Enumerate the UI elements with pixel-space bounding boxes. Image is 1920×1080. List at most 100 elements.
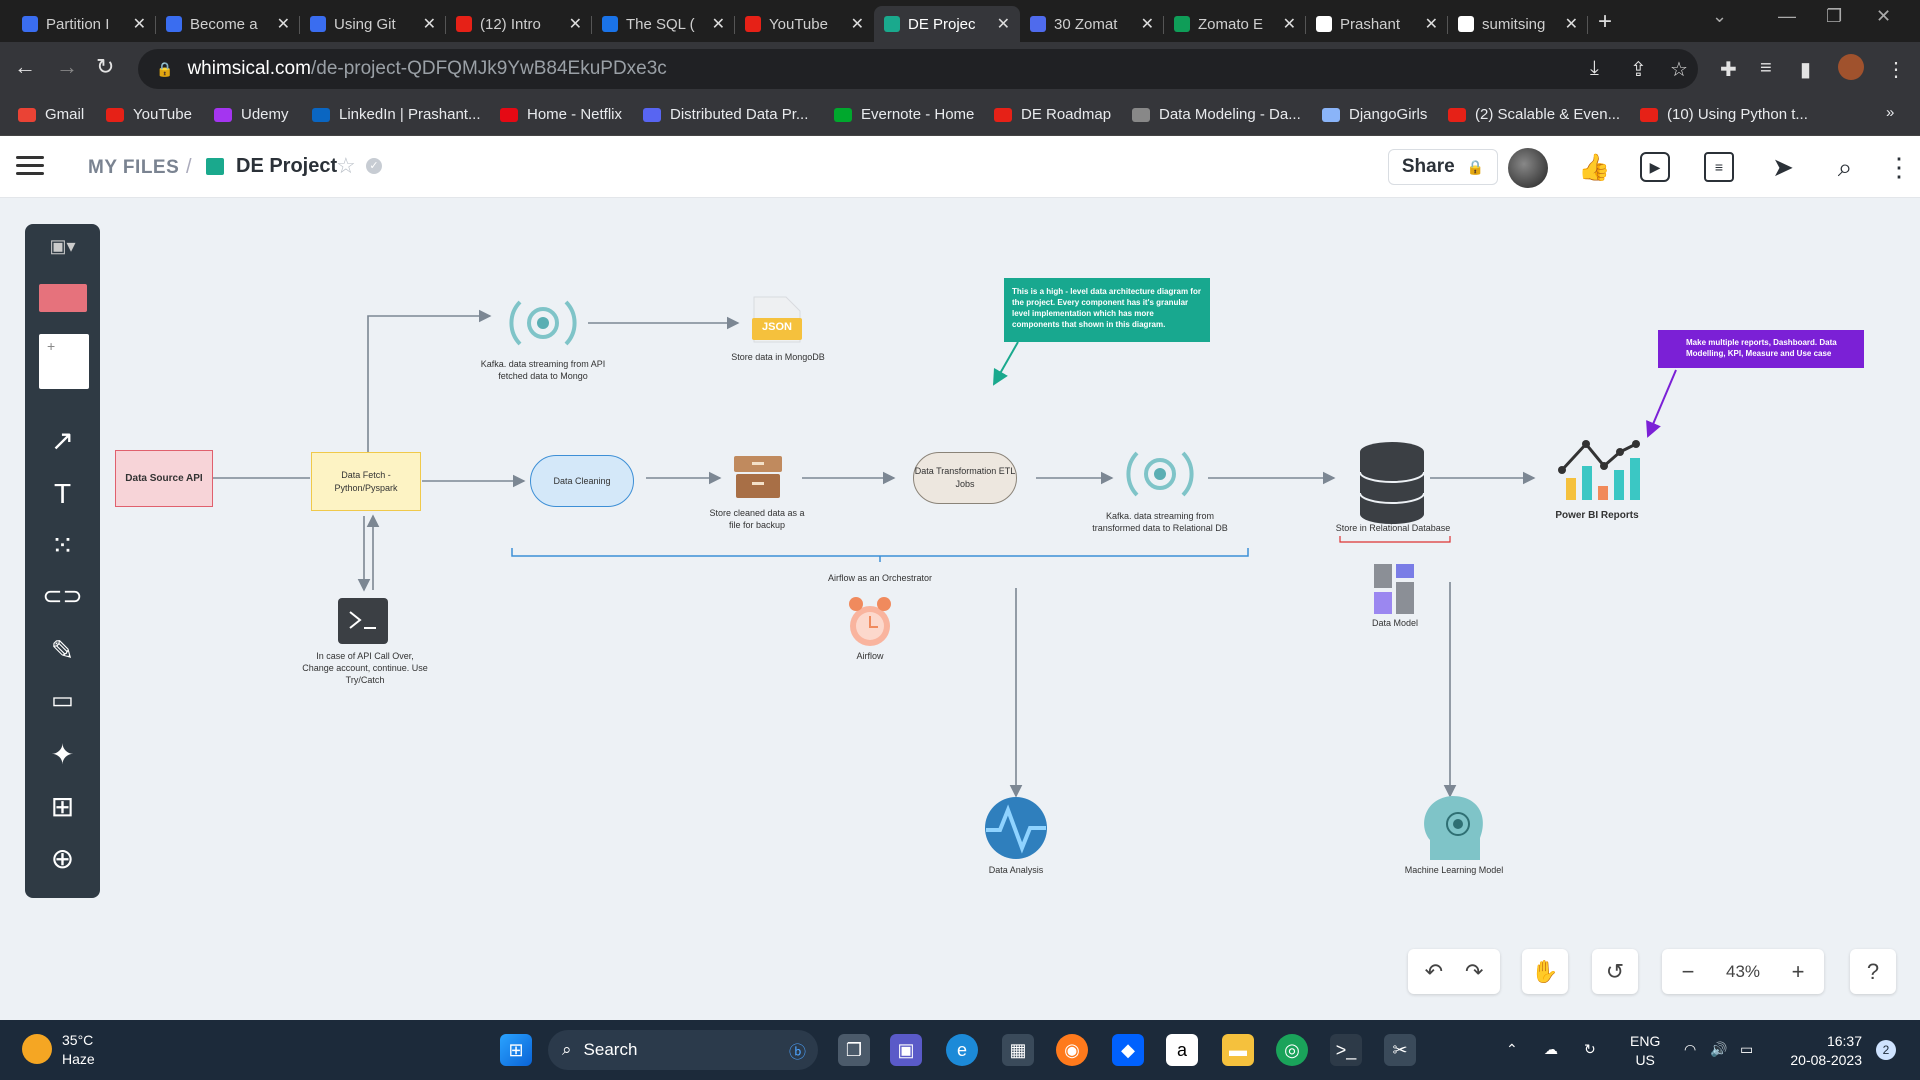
bookmark-item[interactable]: Gmail — [18, 106, 84, 123]
store-icon[interactable]: ▦ — [1002, 1034, 1034, 1066]
share-page-icon[interactable]: ⇪ — [1630, 59, 1647, 81]
tab[interactable]: Partition I✕ — [12, 6, 156, 42]
zoom-in-icon[interactable]: + — [1791, 958, 1805, 984]
sticky-color-swatch[interactable] — [39, 284, 87, 312]
avatar[interactable] — [1508, 148, 1548, 188]
comments-icon[interactable]: ≡ — [1704, 152, 1734, 182]
tab-close-icon[interactable]: ✕ — [1282, 16, 1296, 33]
page-title[interactable]: DE Project — [236, 155, 338, 177]
frame-tool-icon[interactable]: ▭ — [51, 687, 74, 714]
tab[interactable]: Prashant✕ — [1306, 6, 1448, 42]
bookmark-item[interactable]: (10) Using Python t... — [1640, 106, 1808, 123]
undo-icon[interactable]: ↶ — [1424, 958, 1443, 984]
tab[interactable]: DE Projec✕ — [874, 6, 1020, 42]
tab-close-icon[interactable]: ✕ — [1140, 16, 1154, 33]
tab-close-icon[interactable]: ✕ — [996, 16, 1010, 33]
palette-switch-icon[interactable]: ▣▾ — [49, 236, 76, 256]
zoom-out-icon[interactable]: − — [1681, 958, 1695, 984]
bookmark-item[interactable]: DE Roadmap — [994, 106, 1111, 123]
tab-close-icon[interactable]: ✕ — [276, 16, 290, 33]
zoom-level[interactable]: 43% — [1725, 961, 1761, 981]
present-icon[interactable]: ▶ — [1640, 152, 1670, 182]
bookmark-item[interactable]: LinkedIn | Prashant... — [312, 106, 480, 123]
tab[interactable]: 30 Zomat✕ — [1020, 6, 1164, 42]
send-icon[interactable]: ➤ — [1772, 152, 1794, 182]
share-button[interactable]: Share🔒 — [1388, 149, 1498, 185]
onedrive-icon[interactable]: ☁ — [1544, 1041, 1558, 1057]
battery-icon[interactable]: ▭ — [1740, 1041, 1754, 1057]
tray-overflow-icon[interactable]: ⌃ — [1506, 1041, 1518, 1057]
favorite-star-icon[interactable]: ☆ — [336, 153, 356, 178]
sync-icon[interactable]: ↻ — [1584, 1041, 1596, 1057]
close-window-icon[interactable]: ✕ — [1876, 6, 1892, 26]
install-icon[interactable]: ⤓ — [1590, 57, 1599, 79]
tab-close-icon[interactable]: ✕ — [850, 16, 864, 33]
text-tool-icon[interactable]: T — [53, 478, 72, 509]
chrome-icon[interactable]: ◎ — [1276, 1034, 1308, 1066]
browser-menu-icon[interactable]: ⋮ — [1886, 59, 1906, 81]
address-bar[interactable]: 🔒 whimsical.com/de-project-QDFQMJk9YwB84… — [138, 49, 1698, 89]
layout-tool-icon[interactable]: ⊞ — [50, 791, 75, 822]
tab-close-icon[interactable]: ✕ — [422, 16, 436, 33]
grid-tool-icon[interactable]: ⁙ — [50, 530, 75, 561]
firefox-icon[interactable]: ◉ — [1056, 1034, 1088, 1066]
maximize-icon[interactable]: ❐ — [1826, 6, 1843, 26]
node-transformation[interactable]: Data Transformation ETL Jobs — [913, 452, 1017, 504]
new-tab-button[interactable]: + — [1598, 8, 1613, 35]
arrow-tool-icon[interactable]: ↗ — [50, 425, 75, 456]
breadcrumb-my-files[interactable]: MY FILES — [88, 157, 180, 178]
like-icon[interactable]: 👍 — [1578, 152, 1611, 182]
note-teal[interactable]: This is a high - level data architecture… — [1004, 278, 1210, 342]
back-icon[interactable]: ← — [14, 54, 36, 79]
ai-sparkle-icon[interactable]: ✦ — [50, 739, 75, 770]
tab-close-icon[interactable]: ✕ — [132, 16, 146, 33]
bookmark-item[interactable]: Evernote - Home — [834, 106, 974, 123]
snipping-tool-icon[interactable]: ✂ — [1384, 1034, 1416, 1066]
bookmark-item[interactable]: Udemy — [214, 106, 289, 123]
tab[interactable]: Become a✕ — [156, 6, 300, 42]
hand-tool-icon[interactable]: ✋ — [1522, 949, 1568, 994]
task-view-icon[interactable]: ❐ — [838, 1034, 870, 1066]
tab-search-icon[interactable]: ⌄ — [1712, 6, 1728, 26]
profile-avatar[interactable] — [1838, 54, 1864, 80]
notification-badge[interactable]: 2 — [1876, 1040, 1896, 1060]
bookmark-item[interactable]: Data Modeling - Da... — [1132, 106, 1301, 123]
hamburger-menu-icon[interactable] — [16, 156, 44, 176]
teams-icon[interactable]: ▣ — [890, 1034, 922, 1066]
tab[interactable]: Using Git✕ — [300, 6, 446, 42]
dropbox-icon[interactable]: ◆ — [1112, 1034, 1144, 1066]
bookmark-item[interactable]: YouTube — [106, 106, 192, 123]
tab-close-icon[interactable]: ✕ — [1424, 16, 1438, 33]
pencil-tool-icon[interactable]: ✎ — [50, 635, 75, 666]
add-tool-icon[interactable]: ⊕ — [50, 843, 75, 874]
node-data-cleaning[interactable]: Data Cleaning — [530, 455, 634, 507]
bookmark-item[interactable]: DjangoGirls — [1322, 106, 1427, 123]
node-data-fetch[interactable]: Data Fetch - Python/Pyspark — [311, 452, 421, 511]
tab-close-icon[interactable]: ✕ — [1564, 16, 1578, 33]
terminal-app-icon[interactable]: >_ — [1330, 1034, 1362, 1066]
weather-sun-icon[interactable] — [22, 1034, 52, 1064]
more-bookmarks-icon[interactable]: » — [1886, 104, 1895, 121]
tab[interactable]: (12) Intro✕ — [446, 6, 592, 42]
whiteboard-canvas[interactable] — [0, 199, 1920, 1020]
card-template[interactable]: + — [39, 334, 89, 389]
help-icon[interactable]: ? — [1850, 949, 1896, 994]
bookmark-item[interactable]: (2) Scalable & Even... — [1448, 106, 1620, 123]
node-data-source[interactable]: Data Source API — [115, 450, 213, 507]
tab[interactable]: sumitsing✕ — [1448, 6, 1588, 42]
redo-icon[interactable]: ↷ — [1465, 958, 1484, 984]
tab-close-icon[interactable]: ✕ — [568, 16, 582, 33]
bookmark-item[interactable]: Distributed Data Pr... — [643, 106, 808, 123]
edge-icon[interactable]: e — [946, 1034, 978, 1066]
tab[interactable]: YouTube✕ — [735, 6, 874, 42]
minimize-icon[interactable]: — — [1778, 6, 1796, 26]
file-explorer-icon[interactable]: ▬ — [1222, 1034, 1254, 1066]
wifi-icon[interactable]: ◠ — [1684, 1041, 1697, 1057]
reading-list-icon[interactable]: ≡ — [1760, 57, 1772, 79]
tab[interactable]: Zomato E✕ — [1164, 6, 1306, 42]
forward-icon[interactable]: → — [56, 54, 78, 79]
